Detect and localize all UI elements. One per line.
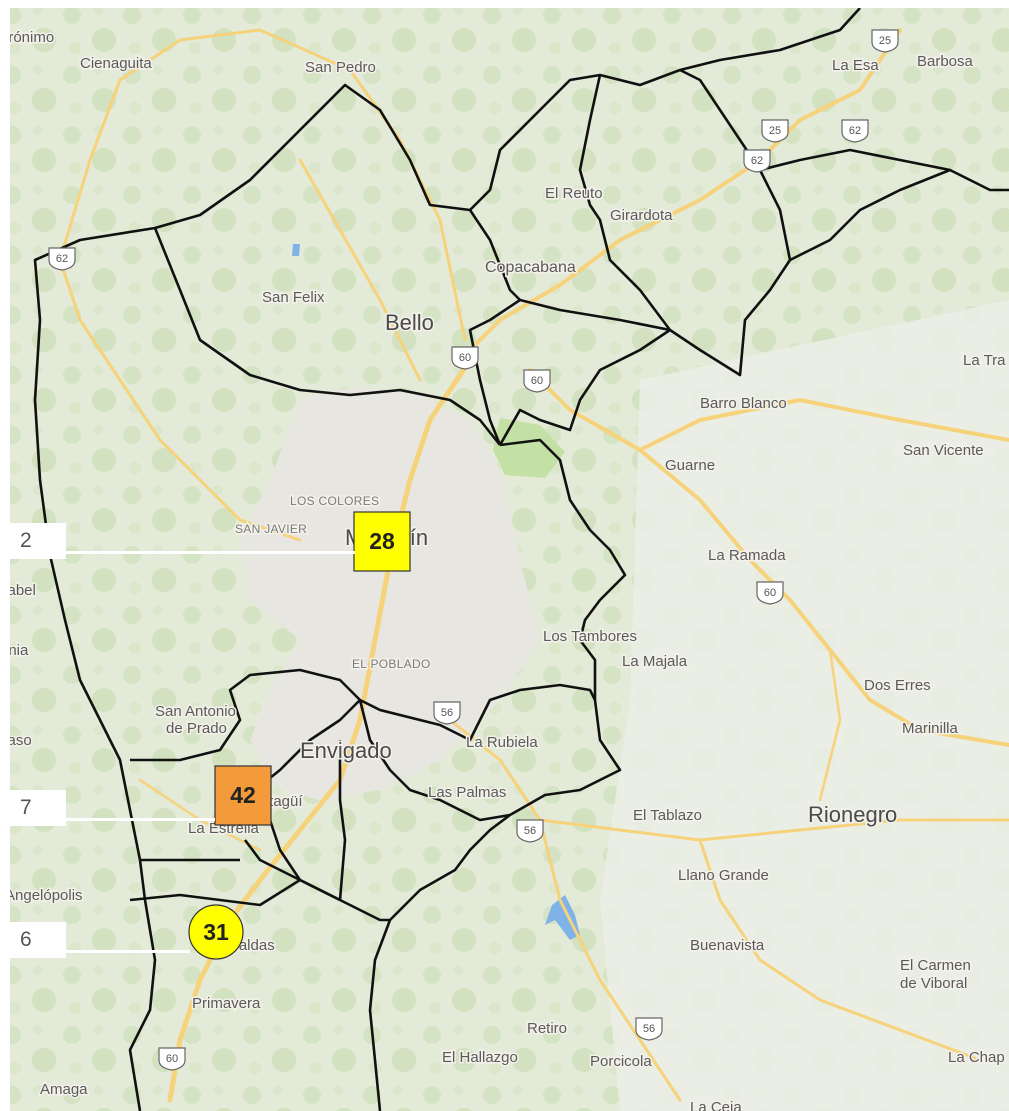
place-label-el-retiro-north: El Reuto	[545, 185, 603, 202]
place-label-la-esa: La Esa	[832, 57, 879, 74]
place-label-cienaguita: Cienaguita	[80, 55, 152, 72]
marker-itagui[interactable]: 42	[214, 765, 272, 826]
road-shield-number: 56	[524, 825, 536, 837]
reservoir	[545, 895, 580, 940]
road-shield-number: 60	[764, 587, 776, 599]
place-label-dos-erres: Dos Erres	[864, 677, 931, 694]
road-shield-r62b: 62	[743, 149, 771, 173]
callout-2: 2	[0, 523, 66, 559]
place-label-rionegro: Rionegro	[808, 802, 897, 827]
place-label-san-felix: San Felix	[262, 289, 325, 306]
marker-medellin-value: 28	[369, 528, 395, 554]
place-label-la-ceja: La Ceja	[690, 1099, 742, 1111]
road-shield-number: 56	[441, 707, 453, 719]
road-shield-number: 56	[643, 1023, 655, 1035]
urban-area	[240, 388, 540, 800]
callout-7: 7	[0, 790, 66, 826]
place-label-el-hallazgo: El Hallazgo	[442, 1049, 518, 1066]
road-shield-r62a: 62	[841, 119, 869, 143]
road-shield-r60b: 60	[523, 369, 551, 393]
road-shield-r60a: 60	[451, 346, 479, 370]
road-shield-number: 60	[166, 1053, 178, 1065]
road-shield-r56a: 56	[433, 701, 461, 725]
road-shield-number: 60	[459, 352, 471, 364]
place-label-amaga: Amaga	[40, 1081, 88, 1098]
place-label-isabel: sabel	[10, 582, 36, 599]
marker-caldas-value: 31	[203, 919, 229, 945]
place-label-guarne: Guarne	[665, 457, 715, 474]
road-shield-number: 62	[751, 155, 763, 167]
place-label-porcicola: Porcicola	[590, 1053, 652, 1070]
callout-6: 6	[0, 922, 66, 958]
place-label-la-ramada: La Ramada	[708, 547, 786, 564]
place-label-buenavista: Buenavista	[690, 937, 765, 954]
place-label-el-carmen: El Carmen	[900, 957, 971, 974]
callout-7-leader-line	[66, 818, 215, 821]
place-label-retiro: Retiro	[527, 1020, 567, 1037]
place-label-angelopolis: Angelópolis	[10, 887, 83, 904]
road-shield-r60d: 60	[158, 1047, 186, 1071]
place-label-el-tablazo: El Tablazo	[633, 807, 702, 824]
road-shield-number: 25	[879, 35, 891, 47]
marker-medellin[interactable]: 28	[353, 511, 411, 572]
place-label-san-antonio: San Antonio	[155, 703, 236, 720]
place-label-girardota: Girardota	[610, 207, 673, 224]
place-label-la-rubiela: La Rubiela	[466, 734, 538, 751]
road-shield-r25b: 25	[761, 119, 789, 143]
road-shield-r62c: 62	[48, 247, 76, 271]
road-shield-number: 62	[849, 125, 861, 137]
place-label-la-tr: La Tra	[963, 352, 1006, 369]
place-label-la-chap: La Chap	[948, 1049, 1005, 1066]
place-label-san-vicente: San Vicente	[903, 442, 984, 459]
place-label-las-palmas: Las Palmas	[428, 784, 506, 801]
place-label-envigado: Envigado	[300, 738, 392, 763]
place-label-barro-blanco: Barro Blanco	[700, 395, 787, 412]
marker-caldas[interactable]: 31	[188, 904, 244, 960]
water-spot	[292, 244, 300, 256]
road-shield-r60c: 60	[756, 581, 784, 605]
municipal-borders	[33, 8, 1009, 1111]
place-label-copacabana: Copacabana	[485, 259, 576, 276]
callout-2-leader-line	[66, 551, 355, 554]
road-shield-r56b: 56	[516, 819, 544, 843]
callout-6-leader-line	[66, 950, 190, 953]
place-label-jeronimo: erónimo	[10, 29, 54, 46]
place-labels: PolealSan PedroerónimoCienaguitaSan Pedr…	[10, 28, 1008, 1111]
place-label-bello: Bello	[385, 310, 434, 335]
place-label-los-tambores: Los Tambores	[543, 628, 637, 645]
place-label-los-colores: LOS COLORES	[290, 494, 379, 508]
place-label-marinilla: Marinilla	[902, 720, 959, 737]
place-label-caso: caso	[10, 732, 32, 749]
place-label-la-majala: La Majala	[622, 653, 688, 670]
place-label-de-prado: de Prado	[166, 720, 227, 737]
place-label-itagui: Itagüí	[265, 793, 303, 810]
road-shields: 25 25 62 62 62 60 60 60 56 56 56 60	[48, 29, 899, 1071]
place-label-primavera: Primavera	[192, 995, 261, 1012]
road-shield-r25a: 25	[871, 29, 899, 53]
place-label-barbosa: Barbosa	[917, 53, 974, 70]
place-label-el-poblado: EL POBLADO	[352, 657, 431, 671]
road-shield-number: 25	[769, 125, 781, 137]
road-shield-number: 62	[56, 253, 68, 265]
marker-medellin-shape[interactable]	[353, 511, 411, 572]
marker-caldas-shape[interactable]	[188, 904, 244, 960]
place-label-san-javier: SAN JAVIER	[235, 522, 307, 536]
place-label-onia: onia	[10, 642, 29, 659]
road-network	[58, 28, 1009, 1103]
road-shield-r56c: 56	[635, 1017, 663, 1041]
marker-itagui-shape[interactable]	[214, 765, 272, 826]
marker-itagui-value: 42	[230, 782, 256, 808]
forest-patch	[493, 418, 565, 478]
place-label-de-viboral: de Viboral	[900, 975, 967, 992]
place-label-san-pedro: San Pedro	[305, 59, 376, 76]
data-markers[interactable]: 28 42 31	[188, 511, 411, 960]
road-shield-number: 60	[531, 375, 543, 387]
place-label-llano-grande: Llano Grande	[678, 867, 769, 884]
